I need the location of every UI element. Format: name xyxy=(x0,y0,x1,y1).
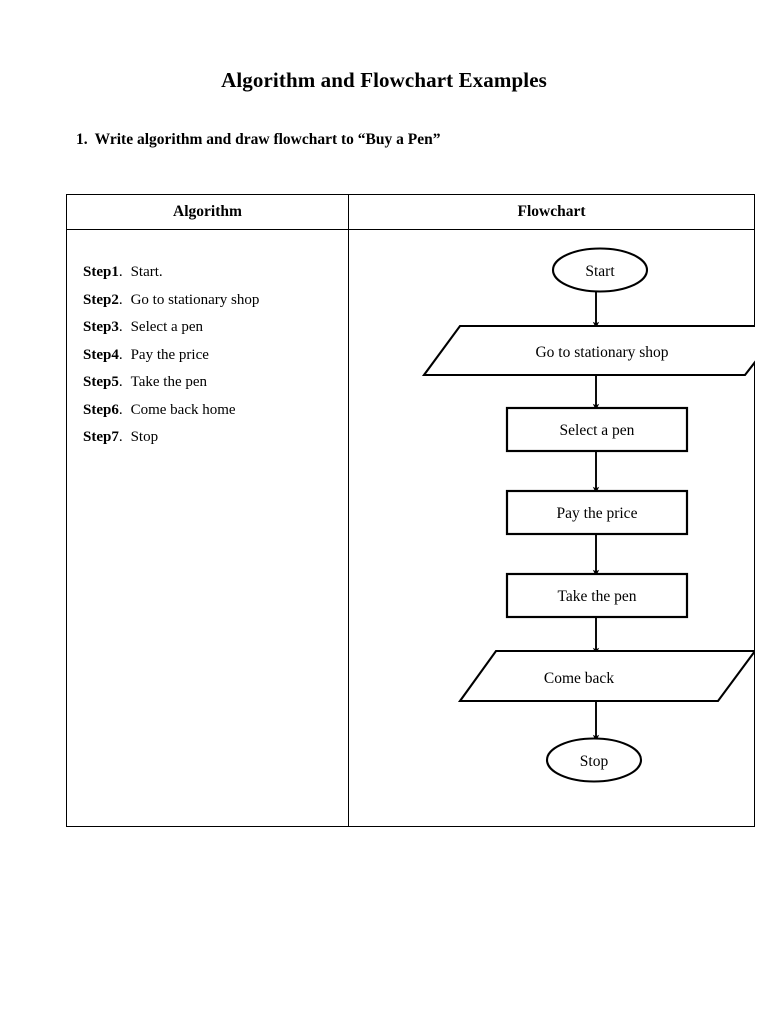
flow-node-take: Take the pen xyxy=(505,572,689,619)
step-label: Step5 xyxy=(83,374,119,390)
flow-node-start-label: Start xyxy=(585,263,615,280)
pay-rect-shape xyxy=(505,489,689,536)
flowchart-diagram: Start Go to stationary shop Select a pen… xyxy=(349,230,755,826)
step-label: Step4 xyxy=(83,346,119,363)
flow-node-comeback: Come back xyxy=(457,649,755,703)
question-heading: 1. Write algorithm and draw flowchart to … xyxy=(76,131,440,149)
list-item: Step7. Stop xyxy=(83,424,343,452)
flow-node-select-label: Select a pen xyxy=(560,422,635,439)
flow-node-start: Start xyxy=(551,247,649,293)
step-punct: . xyxy=(118,264,123,280)
list-item: Step4. Pay the price xyxy=(83,342,343,370)
step-punct: . xyxy=(118,346,123,363)
step-text: Go to stationary shop xyxy=(130,291,260,308)
step-label: Step1 xyxy=(83,264,119,280)
flow-node-pay-label: Pay the price xyxy=(557,505,638,522)
step-text: Start. xyxy=(130,264,163,280)
flow-node-stop: Stop xyxy=(545,737,643,783)
table-header-algorithm: Algorithm xyxy=(173,203,242,220)
take-rect-shape xyxy=(505,572,689,619)
table-header-flowchart: Flowchart xyxy=(517,203,586,220)
flow-node-goto: Go to stationary shop xyxy=(421,324,755,377)
step-punct: . xyxy=(118,319,123,335)
table-column-divider xyxy=(348,195,350,826)
algorithm-steps-list: Step1. Start. Step2. Go to stationary shop… xyxy=(83,259,343,452)
table-header-row: Algorithm Flowchart xyxy=(67,195,754,230)
question-text: Write algorithm and draw flowchart to “B… xyxy=(94,131,441,148)
list-item: Step3. Select a pen xyxy=(83,314,343,342)
step-text: Select a pen xyxy=(130,319,204,335)
step-punct: . xyxy=(118,374,123,390)
flow-node-pay: Pay the price xyxy=(505,489,689,536)
step-text: Take the pen xyxy=(130,374,208,390)
question-number: 1. xyxy=(76,131,88,148)
algorithm-flowchart-table: Algorithm Flowchart Step1. Start. Step2. G… xyxy=(66,194,755,827)
flow-node-take-label: Take the pen xyxy=(558,588,637,605)
step-punct: . xyxy=(118,291,123,308)
step-label: Step7 xyxy=(83,429,119,445)
step-label: Step2 xyxy=(83,291,119,308)
flow-node-goto-label: Go to stationary shop xyxy=(535,344,668,361)
flow-node-comeback-label: Come back xyxy=(544,670,614,687)
step-label: Step3 xyxy=(83,319,119,335)
start-ellipse-shape xyxy=(551,247,649,293)
list-item: Step6. Come back home xyxy=(83,397,343,425)
comeback-parallelogram-shape xyxy=(457,649,755,703)
select-rect-shape xyxy=(505,406,689,453)
stop-ellipse-shape xyxy=(545,737,643,783)
step-label: Step6 xyxy=(83,401,119,418)
step-punct: . xyxy=(118,429,123,445)
list-item: Step5. Take the pen xyxy=(83,369,343,397)
step-text: Come back home xyxy=(130,401,236,418)
step-text: Stop xyxy=(130,429,159,445)
list-item: Step2. Go to stationary shop xyxy=(83,287,343,315)
goto-parallelogram-shape xyxy=(421,324,755,377)
list-item: Step1. Start. xyxy=(83,259,343,287)
step-punct: . xyxy=(118,401,123,418)
flow-node-select: Select a pen xyxy=(505,406,689,453)
page-title: Algorithm and Flowchart Examples xyxy=(221,68,547,92)
flow-node-stop-label: Stop xyxy=(580,753,609,770)
step-text: Pay the price xyxy=(130,346,209,363)
